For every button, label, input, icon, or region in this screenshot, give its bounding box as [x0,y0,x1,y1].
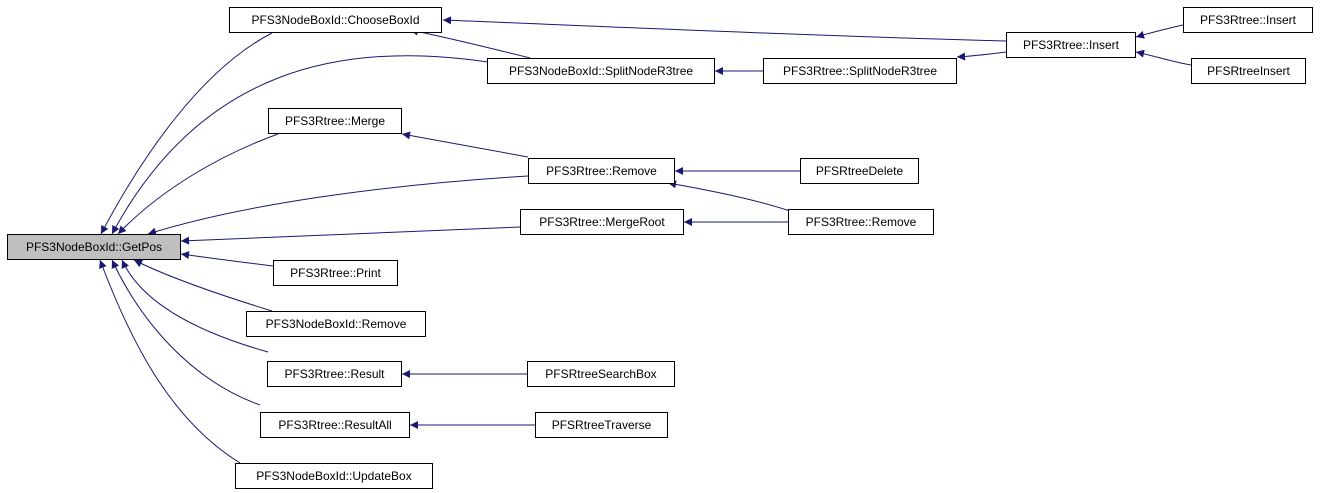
node-getpos: PFS3NodeBoxId::GetPos [7,234,181,260]
node-remove-rtree-caller[interactable]: PFS3Rtree::Remove [788,209,934,235]
edge-insert-to-splitnoder3tree_rt [956,51,1007,61]
node-pfsrtreeinsert[interactable]: PFSRtreeInsert [1191,58,1306,84]
node-print[interactable]: PFS3Rtree::Print [273,260,398,286]
node-insert[interactable]: PFS3Rtree::Insert [1006,32,1136,58]
node-splitnoder3tree-nodeboxid[interactable]: PFS3NodeBoxId::SplitNodeR3tree [487,58,715,84]
node-resultall[interactable]: PFS3Rtree::ResultAll [260,412,410,438]
edge-splitnoder3tree_nb-to-chooseboxid [409,27,531,59]
edge-remove_rt2-to-remove_rt [667,180,791,212]
node-remove-nodeboxid[interactable]: PFS3NodeBoxId::Remove [246,311,426,337]
edge-mergeroot-to-getpos [180,226,521,245]
node-mergeroot[interactable]: PFS3Rtree::MergeRoot [520,209,684,235]
node-pfsrtreedelete[interactable]: PFSRtreeDelete [800,158,919,184]
edge-insert-to-chooseboxid [442,16,1007,42]
edge-updatebox-to-getpos [99,259,241,464]
edge-remove_nb-to-getpos [133,259,273,312]
node-insert-caller[interactable]: PFS3Rtree::Insert [1183,7,1313,33]
edge-resultall-to-getpos [111,259,261,406]
edge-remove_rt-to-merge [401,131,529,158]
edge-remove_rt-to-getpos [147,175,529,236]
node-remove-rtree[interactable]: PFS3Rtree::Remove [528,158,675,184]
edge-merge-to-getpos [117,133,279,235]
edge-pfsrtreeinsert-to-insert [1135,49,1192,66]
node-merge[interactable]: PFS3Rtree::Merge [268,108,402,134]
edge-print-to-getpos [180,251,274,267]
node-result[interactable]: PFS3Rtree::Result [267,361,402,387]
node-splitnoder3tree-rtree[interactable]: PFS3Rtree::SplitNodeR3tree [763,58,957,84]
edge-insert2-to-insert [1135,24,1184,39]
node-chooseboxid[interactable]: PFS3NodeBoxId::ChooseBoxId [229,7,442,33]
node-updatebox[interactable]: PFS3NodeBoxId::UpdateBox [235,463,433,489]
edge-chooseboxid-to-getpos [100,32,273,235]
node-pfsrtreesearchbox[interactable]: PFSRtreeSearchBox [527,361,675,387]
edge-result-to-getpos [121,259,269,353]
node-pfsrtreetraverse[interactable]: PFSRtreeTraverse [535,412,668,438]
edge-splitnoder3tree_nb-to-getpos [111,55,489,235]
